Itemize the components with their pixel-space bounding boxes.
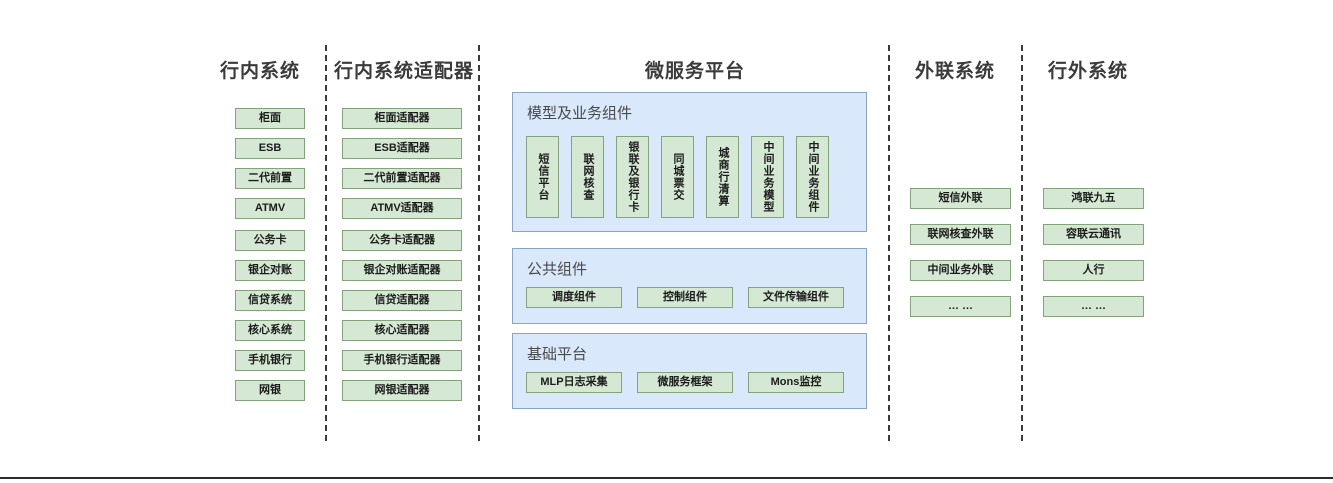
node-adapter-8[interactable]: 手机银行适配器 xyxy=(342,350,462,371)
node-inbank-5[interactable]: 银企对账 xyxy=(235,260,305,281)
node-inbank-6[interactable]: 信贷系统 xyxy=(235,290,305,311)
node-public-1[interactable]: 控制组件 xyxy=(637,287,733,308)
node-model-6[interactable]: 中间业务组件 xyxy=(796,136,829,218)
node-base-0[interactable]: MLP日志采集 xyxy=(526,372,622,393)
node-adapter-5[interactable]: 银企对账适配器 xyxy=(342,260,462,281)
node-outbank-1[interactable]: 容联云通讯 xyxy=(1043,224,1144,245)
node-inbank-7[interactable]: 核心系统 xyxy=(235,320,305,341)
bottom-divider-rule xyxy=(0,477,1333,479)
node-adapter-0[interactable]: 柜面适配器 xyxy=(342,108,462,129)
node-model-3[interactable]: 同城票交 xyxy=(661,136,694,218)
node-public-0[interactable]: 调度组件 xyxy=(526,287,622,308)
node-inbank-8[interactable]: 手机银行 xyxy=(235,350,305,371)
node-adapter-4[interactable]: 公务卡适配器 xyxy=(342,230,462,251)
node-model-2[interactable]: 银联及银行卡 xyxy=(616,136,649,218)
column-title-outbank: 行外系统 xyxy=(1047,61,1128,82)
divider-inbank-adapter xyxy=(325,45,327,441)
node-inbank-0[interactable]: 柜面 xyxy=(235,108,305,129)
node-adapter-6[interactable]: 信贷适配器 xyxy=(342,290,462,311)
panel-base-platform: 基础平台 xyxy=(512,333,867,409)
node-base-1[interactable]: 微服务框架 xyxy=(637,372,733,393)
node-model-5[interactable]: 中间业务模型 xyxy=(751,136,784,218)
node-external-link-1[interactable]: 联网核查外联 xyxy=(910,224,1011,245)
panel-title-public-components: 公共组件 xyxy=(527,261,588,278)
node-adapter-1[interactable]: ESB适配器 xyxy=(342,138,462,159)
node-inbank-3[interactable]: ATMV xyxy=(235,198,305,219)
node-adapter-9[interactable]: 网银适配器 xyxy=(342,380,462,401)
node-external-link-3[interactable]: … … xyxy=(910,296,1011,317)
column-title-external-link: 外联系统 xyxy=(914,61,995,82)
node-adapter-7[interactable]: 核心适配器 xyxy=(342,320,462,341)
node-external-link-2[interactable]: 中间业务外联 xyxy=(910,260,1011,281)
node-outbank-2[interactable]: 人行 xyxy=(1043,260,1144,281)
column-title-platform: 微服务平台 xyxy=(644,61,745,82)
node-inbank-9[interactable]: 网银 xyxy=(235,380,305,401)
node-external-link-0[interactable]: 短信外联 xyxy=(910,188,1011,209)
node-inbank-4[interactable]: 公务卡 xyxy=(235,230,305,251)
divider-external-outbank xyxy=(1021,45,1023,441)
node-outbank-3[interactable]: … … xyxy=(1043,296,1144,317)
column-title-inbank: 行内系统 xyxy=(219,61,300,82)
divider-platform-external xyxy=(888,45,890,441)
divider-adapter-platform xyxy=(478,45,480,441)
panel-public-components: 公共组件 xyxy=(512,248,867,324)
node-inbank-1[interactable]: ESB xyxy=(235,138,305,159)
panel-title-base-platform: 基础平台 xyxy=(527,346,588,363)
column-title-adapter: 行内系统适配器 xyxy=(333,61,474,82)
node-model-4[interactable]: 城商行清算 xyxy=(706,136,739,218)
node-inbank-2[interactable]: 二代前置 xyxy=(235,168,305,189)
node-adapter-3[interactable]: ATMV适配器 xyxy=(342,198,462,219)
node-model-1[interactable]: 联网核查 xyxy=(571,136,604,218)
node-outbank-0[interactable]: 鸿联九五 xyxy=(1043,188,1144,209)
node-base-2[interactable]: Mons监控 xyxy=(748,372,844,393)
node-public-2[interactable]: 文件传输组件 xyxy=(748,287,844,308)
panel-title-model-business-components: 模型及业务组件 xyxy=(527,105,633,122)
node-adapter-2[interactable]: 二代前置适配器 xyxy=(342,168,462,189)
node-model-0[interactable]: 短信平台 xyxy=(526,136,559,218)
